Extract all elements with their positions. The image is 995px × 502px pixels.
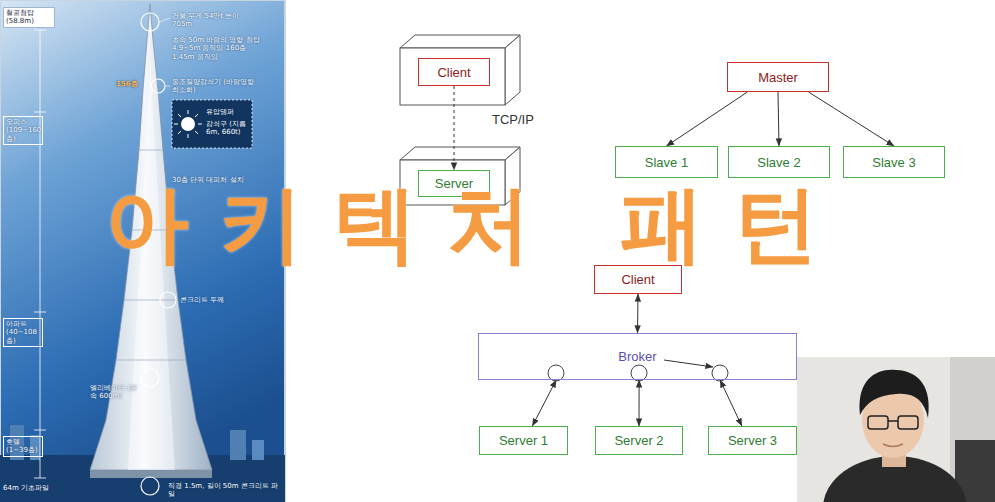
server-box: Server 3 — [708, 426, 797, 455]
node-text: Server 1 — [499, 433, 548, 448]
callout-label: 직경 1.5m, 길이 50m 콘크리트 파일 — [168, 482, 280, 499]
connector — [720, 380, 742, 426]
callout-label: 아파트 (40~108층) — [3, 318, 43, 347]
connector — [532, 380, 556, 426]
connector — [667, 92, 748, 146]
node-text: Broker — [618, 349, 656, 364]
node-text: Server 3 — [728, 433, 777, 448]
callout-label: 동조질량감쇠기 (바람영향 최소화) — [172, 78, 262, 95]
master-box: Master — [727, 62, 829, 92]
slave-box: Slave 1 — [615, 146, 718, 178]
callout-label: 64m 기초파일 — [3, 484, 49, 492]
slave-box: Slave 3 — [843, 146, 945, 178]
slave-box: Slave 2 — [728, 146, 830, 178]
callout-label: 유압댐퍼 — [206, 108, 250, 116]
port-circle — [548, 365, 728, 381]
connector — [637, 294, 639, 333]
connector — [454, 86, 455, 170]
node-text: Slave 1 — [645, 155, 688, 170]
callout-label: 콘크리트 두께 — [180, 296, 224, 304]
callout-label: 감쇠구 (지름 6m, 660t) — [206, 120, 250, 137]
callout-label: 오피스 (109~160층) — [3, 116, 43, 145]
client-box: Client — [418, 58, 490, 86]
node-text: Master — [758, 70, 798, 85]
connector — [809, 92, 894, 146]
callout-label: 156층 — [116, 80, 138, 88]
callout-label: 철골첨탑 (58.8m) — [3, 7, 55, 28]
broker-band: Broker — [478, 333, 797, 380]
internal-arrow — [664, 360, 713, 367]
callout-label: 건물 무게 54만t 높이 705m — [172, 12, 254, 29]
server-box: Server 2 — [595, 426, 683, 455]
node-text: Client — [437, 65, 470, 80]
node-text: Server 2 — [614, 433, 663, 448]
title: 아키텍처 패턴 — [105, 182, 848, 266]
connector — [639, 380, 640, 426]
edge-label: TCP/IP — [490, 112, 536, 127]
callout-label: 엘리베이터 (분속 600m) — [90, 384, 140, 401]
connector — [778, 92, 779, 146]
node-text: Slave 2 — [757, 155, 800, 170]
client-box: Client — [594, 265, 682, 294]
callout-label: 호텔 (1~39층) — [3, 436, 43, 457]
callout-label: 초속 50m 바람의 영향 첨탑 4.9~5m 움직임 160층 1.45m 움… — [172, 36, 262, 61]
node-text: Client — [621, 272, 654, 287]
node-text: Slave 3 — [872, 155, 915, 170]
server-box: Server 1 — [479, 426, 568, 455]
